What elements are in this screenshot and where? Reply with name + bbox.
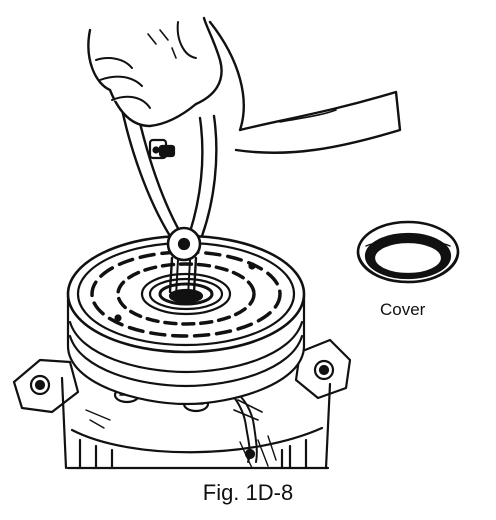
hand <box>87 16 402 154</box>
clutch-pulley <box>66 234 306 406</box>
figure-caption: Fig. 1D-8 <box>202 480 294 505</box>
cover-label: Cover <box>380 300 426 319</box>
cover-part <box>356 220 460 284</box>
